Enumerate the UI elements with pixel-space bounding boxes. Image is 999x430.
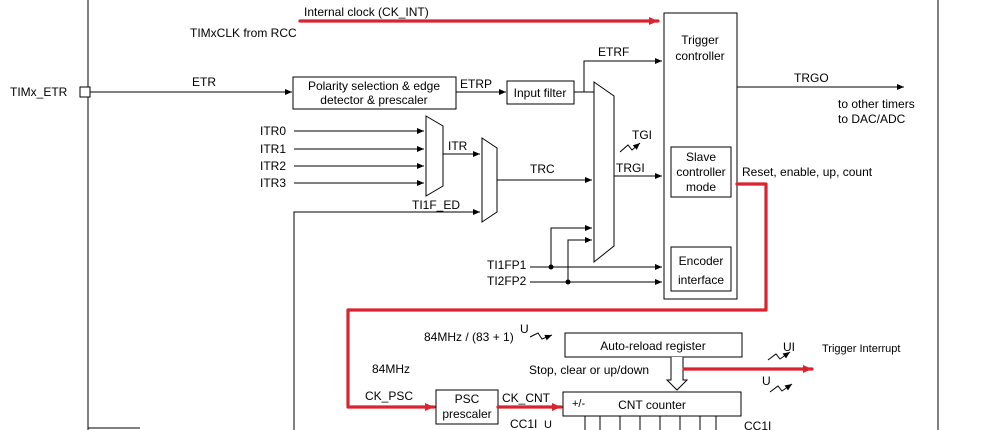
encoder-label-line2: interface [678,273,724,287]
stop-clear-label: Stop, clear or up/down [529,363,649,377]
encoder-label-line1: Encoder [679,254,724,268]
u-lower-arrow-icon [769,383,793,393]
ti1f-ed-label: TI1F_ED [412,198,460,212]
itr0-label: ITR0 [260,124,286,138]
ui-label: UI [783,340,795,354]
u-arrow-label: U [520,322,529,336]
psc-label-line1: PSC [455,392,480,406]
u-arrow-icon [529,332,553,341]
ti2fp2-label: TI2FP2 [487,274,527,288]
slave-label-line2: controller [676,165,725,179]
itr-multiplexer [425,115,444,197]
polarity-label-line2: detector & prescaler [320,93,427,107]
cc1i-left-label: CC1I [510,417,537,430]
slave-label-line1: Slave [686,150,716,164]
trigger-interrupt-label: Trigger Interrupt [822,343,900,355]
to-dac-adc-label: to DAC/ADC [838,112,906,126]
input-filter-label: Input filter [514,86,567,100]
timxclk-label: TIMxCLK from RCC [190,26,297,40]
etrf-label: ETRF [598,45,629,59]
clock-formula-annotation: 84MHz / (83 + 1) [424,330,514,344]
slave-label-line3: mode [686,180,716,194]
ui-arrow-icon [767,351,791,361]
trc-multiplexer [481,137,498,223]
itr3-label: ITR3 [260,176,286,190]
psc-label-line2: prescaler [442,407,491,421]
encoder-interface-block [670,246,732,292]
plus-minus-label: +/- [572,398,585,410]
polarity-label-line1: Polarity selection & edge [308,79,440,93]
itr2-label: ITR2 [260,159,286,173]
trgi-label: TRGI [616,161,645,175]
etr-label: ETR [192,75,216,89]
itr1-label: ITR1 [260,142,286,156]
ti1f-ed-feed [293,211,400,430]
u-lower-label: U [762,374,771,388]
itr-label: ITR [448,139,468,153]
tgi-label: TGI [632,128,652,142]
ti2fp2-junction [565,279,571,285]
polarity-selection-block [292,76,457,110]
psc-input-frequency: 84MHz [372,362,410,376]
tgi-arrow-icon [619,142,641,153]
u-tiny-label: U [544,419,552,430]
trgo-label: TRGO [794,71,829,85]
reset-enable-label: Reset, enable, up, count [742,165,873,179]
slave-controller-block [670,146,732,198]
arr-to-cnt-arrow-icon [665,357,689,391]
auto-reload-label: Auto-reload register [600,339,705,353]
trigger-label-line1: Trigger [681,33,719,47]
cnt-counter-block [562,391,742,417]
cc1i-right-label: CC1I [744,419,771,430]
ck-psc-label: CK_PSC [365,389,413,403]
etrf-wire [574,58,662,93]
trigger-label-line2: controller [675,49,724,63]
ti1fp1-label: TI1FP1 [487,258,527,272]
etr-pin [79,86,91,98]
to-other-timers-label: to other timers [838,97,915,111]
ti1fp1-junction [548,264,554,270]
cnt-counter-label: CNT counter [618,398,686,412]
psc-prescaler-block [435,389,499,425]
ti1fp1-to-mux [550,225,592,267]
internal-clock-label: Internal clock (CK_INT) [304,5,429,19]
reset-enable-highlight-path [346,182,768,411]
trigger-multiplexer [593,81,615,264]
timx-etr-label: TIMx_ETR [10,85,68,99]
auto-reload-register-block [564,332,743,358]
trc-label: TRC [530,162,555,176]
ck-cnt-label: CK_CNT [502,391,551,405]
ti2fp2-to-mux [567,237,592,282]
etrp-label: ETRP [460,77,492,91]
